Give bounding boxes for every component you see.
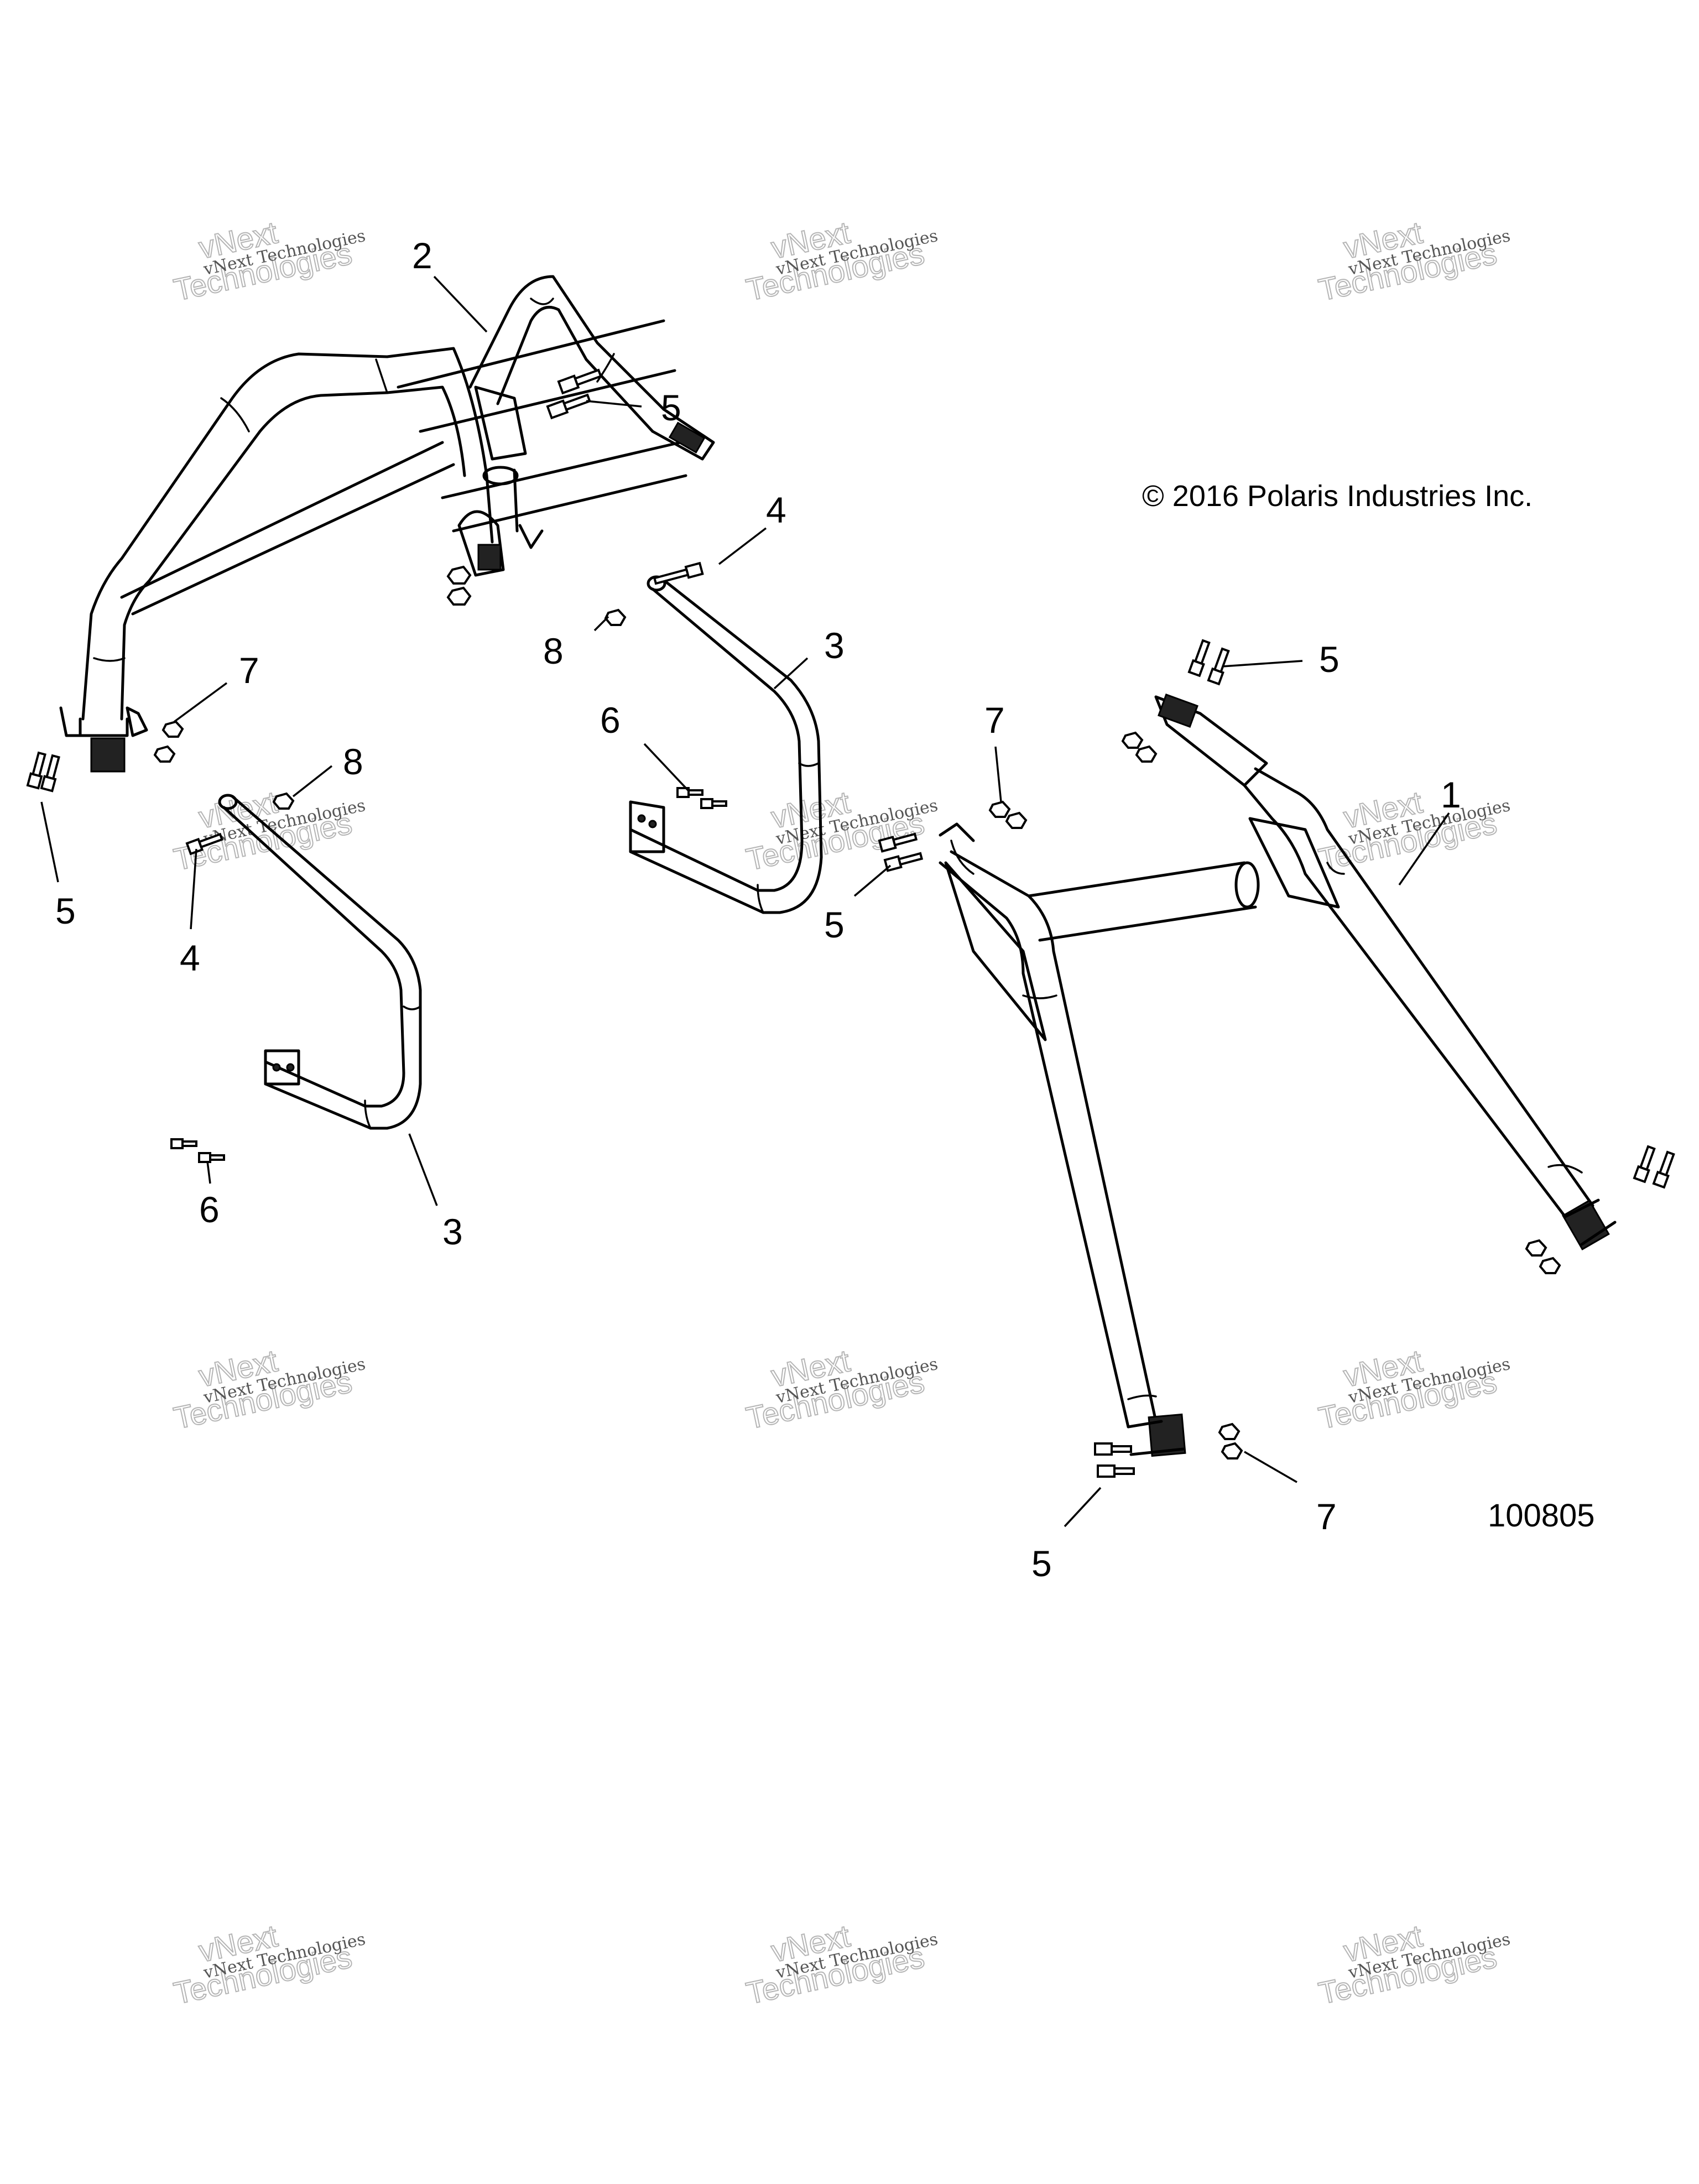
copyright-notice: © 2016 Polaris Industries Inc. xyxy=(1142,479,1533,513)
callout-4: 4 xyxy=(766,489,786,530)
bolt-icon xyxy=(1652,1150,1675,1189)
callout-3: 3 xyxy=(824,625,845,666)
callout-5: 5 xyxy=(661,387,681,428)
bolt-icon xyxy=(1207,647,1230,686)
watermark: vNext Technologies vNext Technologies xyxy=(743,1342,940,1436)
leader-lines xyxy=(40,275,1450,1528)
part-1-front-cage xyxy=(939,694,1617,1457)
callout-6: 6 xyxy=(600,700,621,741)
bolt-icon xyxy=(878,832,918,853)
callout-5: 5 xyxy=(824,904,845,945)
callouts: 2 5 4 8 3 6 5 5 7 1 7 8 5 4 6 3 5 7 xyxy=(55,235,1461,1584)
nut-icon xyxy=(1221,1442,1243,1460)
watermark: vNext Technologies vNext Technologies xyxy=(170,1917,367,2011)
callout-5: 5 xyxy=(1319,639,1340,680)
watermark: vNext Technologies vNext Technologies xyxy=(1315,214,1512,308)
bolt-icon xyxy=(546,393,591,420)
nut-icon xyxy=(988,800,1011,818)
callout-5: 5 xyxy=(1031,1543,1052,1584)
callout-1: 1 xyxy=(1441,774,1461,815)
callout-8: 8 xyxy=(343,741,363,782)
watermarks: vNext Technologies vNext Technologies vN… xyxy=(170,214,1512,2011)
watermark: vNext Technologies vNext Technologies xyxy=(170,214,367,308)
callout-6: 6 xyxy=(199,1189,220,1230)
watermark: vNext Technologies vNext Technologies xyxy=(1315,1917,1512,2011)
watermark: vNext Technologies vNext Technologies xyxy=(743,214,940,308)
callout-7: 7 xyxy=(239,650,259,691)
figure-number: 100805 xyxy=(1488,1498,1595,1534)
nut-icon xyxy=(1005,811,1028,829)
nut-icon xyxy=(1525,1239,1547,1257)
bolt-icon xyxy=(26,751,46,790)
callout-4: 4 xyxy=(180,937,200,978)
nut-icon xyxy=(153,720,184,763)
nut-icon xyxy=(272,792,295,810)
bolt-icon xyxy=(40,754,60,793)
hardware xyxy=(26,368,1675,1478)
part-2-rear-cage xyxy=(59,275,715,773)
callout-7: 7 xyxy=(984,700,1005,741)
watermark: vNext Technologies vNext Technologies xyxy=(1315,1342,1512,1436)
callout-3: 3 xyxy=(442,1211,463,1252)
bolt-icon xyxy=(883,852,924,872)
watermark: vNext Technologies vNext Technologies xyxy=(743,1917,940,2011)
part-3-middle-frame xyxy=(629,575,823,914)
watermark: vNext Technologies vNext Technologies xyxy=(170,784,367,878)
bolt-icon xyxy=(185,832,223,856)
nut-icon xyxy=(1135,745,1158,763)
part-3-left-frame xyxy=(218,794,422,1130)
bolt-icon xyxy=(1094,1442,1135,1478)
bolt-icon xyxy=(1187,639,1211,677)
callout-7: 7 xyxy=(1316,1496,1337,1537)
bolt-icon xyxy=(1633,1145,1656,1184)
screw-icon xyxy=(676,787,727,809)
watermark: vNext Technologies vNext Technologies xyxy=(170,1342,367,1436)
nut-icon xyxy=(1121,731,1144,749)
nut-icon xyxy=(446,565,472,606)
nut-icon xyxy=(1539,1257,1561,1274)
callout-8: 8 xyxy=(543,630,564,671)
callout-5: 5 xyxy=(55,890,76,931)
bolt-icon xyxy=(653,561,704,585)
screw-icon xyxy=(170,1138,225,1163)
nut-icon xyxy=(1218,1422,1241,1440)
watermark: vNext Technologies vNext Technologies xyxy=(1315,784,1512,878)
bolt-icon xyxy=(557,368,602,395)
callout-2: 2 xyxy=(412,235,432,276)
